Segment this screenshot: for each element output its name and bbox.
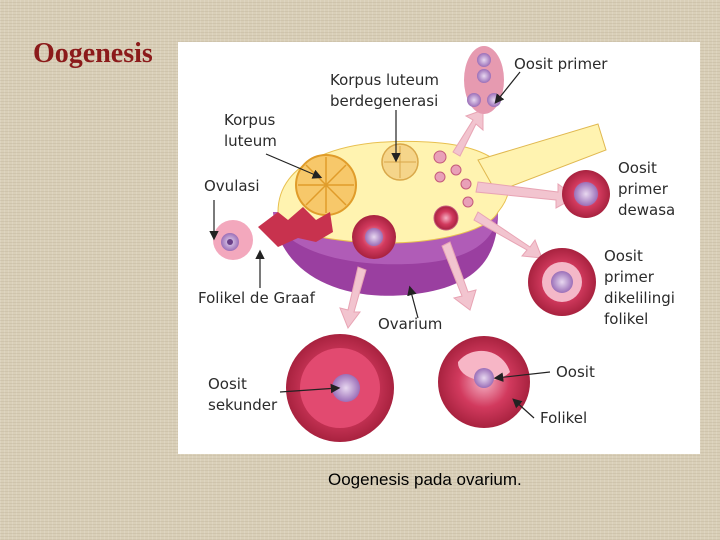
corpus-luteum — [295, 154, 357, 216]
oocyte-with-follicle — [528, 248, 596, 316]
label-oosit-primer-dewasa-line1: Oosit — [618, 159, 657, 177]
label-folikel: Folikel — [540, 409, 588, 427]
mature-primary-oocyte — [562, 170, 610, 218]
label-oosit-dikelilingi-line3: dikelilingi — [604, 289, 675, 307]
label-oosit-sekunder-line2: sekunder — [208, 396, 278, 414]
leader-lines — [209, 71, 551, 419]
follicle-with-oocyte — [438, 336, 530, 428]
label-oosit-dikelilingi-line1: Oosit — [604, 247, 643, 265]
primary-oocyte-cluster — [464, 46, 504, 114]
secondary-oocyte-follicle — [286, 334, 394, 442]
small-follicles — [433, 150, 474, 231]
label-korpus-luteum-line1: Korpus — [224, 111, 276, 129]
label-oosit-sekunder-line1: Oosit — [208, 375, 247, 393]
ruptured-follicle — [213, 207, 333, 260]
label-oosit-primer-dewasa-line3: dewasa — [618, 201, 676, 219]
label-korpus-luteum-berdegenerasi-line2: berdegenerasi — [330, 92, 439, 110]
graafian-follicle — [352, 215, 396, 259]
label-korpus-luteum-berdegenerasi-line1: Korpus luteum — [330, 71, 439, 89]
label-oosit: Oosit — [556, 363, 595, 381]
label-oosit-dikelilingi-line2: primer — [604, 268, 654, 286]
figure-caption: Oogenesis pada ovarium. — [328, 470, 522, 489]
label-ovarium: Ovarium — [378, 315, 443, 333]
label-oosit-primer-dewasa-line2: primer — [618, 180, 668, 198]
corpus-luteum-degenerating — [381, 143, 419, 181]
slide-title: Oogenesis — [33, 38, 153, 69]
diagram-artwork — [209, 46, 610, 442]
label-ovulasi: Ovulasi — [204, 177, 260, 195]
label-oosit-primer: Oosit primer — [514, 55, 608, 73]
label-folikel-de-graaf: Folikel de Graaf — [198, 289, 315, 307]
label-oosit-dikelilingi-line4: folikel — [604, 310, 649, 328]
process-arrows — [339, 109, 577, 330]
label-korpus-luteum-line2: luteum — [224, 132, 277, 150]
oogenesis-diagram: Oosit primer Korpus luteum berdegenerasi… — [178, 42, 700, 454]
